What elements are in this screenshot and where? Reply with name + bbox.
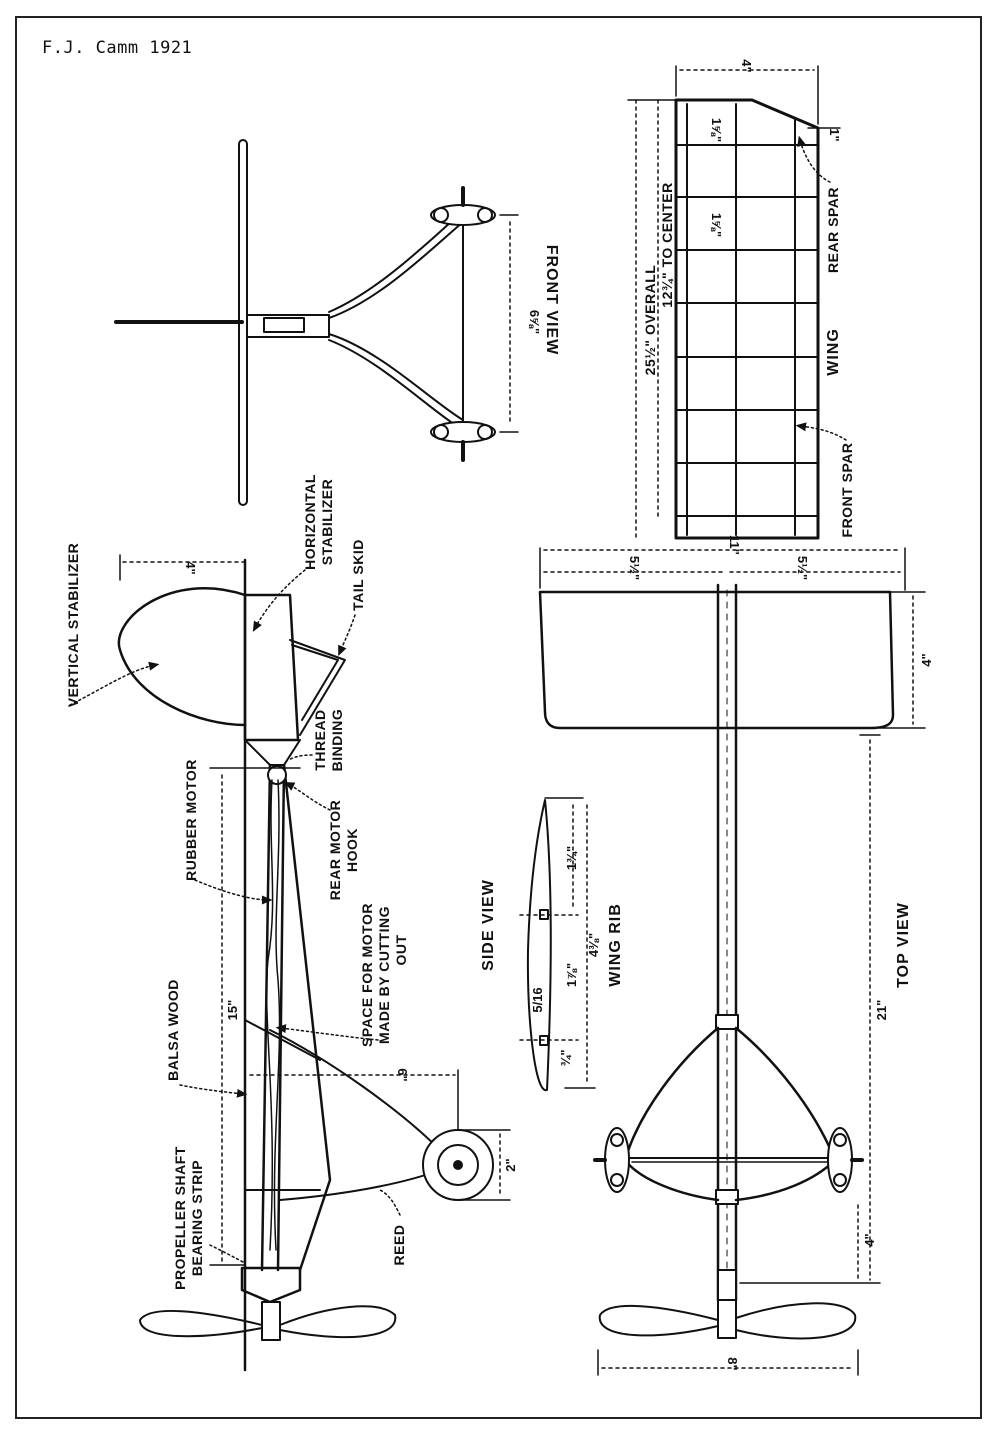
space-motor-label-1: SPACE FOR MOTOR xyxy=(359,903,375,1047)
wing-plan-drawing xyxy=(627,65,847,540)
space-motor-label-2: MADE BY CUTTING xyxy=(376,906,392,1044)
side-length-dim: 15" xyxy=(225,1000,240,1021)
top-wheel-left xyxy=(593,1127,630,1193)
wing-center-dim: 12¾" TO CENTER xyxy=(659,182,675,307)
gear-offset-dim: 6" xyxy=(395,1068,410,1081)
front-spar-label: FRONT SPAR xyxy=(839,443,855,538)
wing-rib-title: WING RIB xyxy=(607,903,624,987)
side-view-title: SIDE VIEW xyxy=(480,879,497,971)
balsa-wood-label: BALSA WOOD xyxy=(165,979,181,1081)
nose-length-dim: 4" xyxy=(862,1233,877,1246)
stab-span-dim: 11" xyxy=(727,535,742,555)
propeller-strip-label-1: PROPELLER SHAFT xyxy=(172,1146,188,1290)
rubber-motor-label: RUBBER MOTOR xyxy=(183,759,199,881)
rear-spar-label: REAR SPAR xyxy=(825,187,841,273)
rib-dim-3: 1⅞" xyxy=(564,963,579,987)
wing-chord-dim: 4" xyxy=(739,59,754,72)
stab-half-a-dim: 5½" xyxy=(627,556,642,580)
thread-binding-label-1: THREAD xyxy=(312,709,328,770)
front-wheel-bottom xyxy=(430,421,496,462)
fin-height-dim: 4" xyxy=(183,561,198,574)
side-view-drawing xyxy=(69,554,511,1372)
tail-skid-label: TAIL SKID xyxy=(350,539,366,611)
front-track-dim: 6⅝" xyxy=(527,310,542,334)
wheel-dia-dim: 2" xyxy=(503,1158,518,1171)
front-view-drawing xyxy=(114,139,519,506)
rib-dim-4: ¾" xyxy=(558,1049,573,1066)
horizontal-stabilizer-label-1: HORIZONTAL xyxy=(302,474,318,570)
wing-tip-dim: 1" xyxy=(827,128,842,141)
space-motor-label-3: OUT xyxy=(393,934,409,965)
horizontal-stabilizer-label-2: STABILIZER xyxy=(319,479,335,565)
top-view-drawing xyxy=(538,547,926,1376)
sheet-border xyxy=(15,16,982,1419)
wing-rib-drawing xyxy=(519,797,596,1092)
top-view-title: TOP VIEW xyxy=(895,902,912,988)
top-wheel-right xyxy=(827,1127,864,1193)
stab-chord-dim: 4" xyxy=(919,653,934,666)
front-view-title: FRONT VIEW xyxy=(543,245,560,355)
vertical-stabilizer-label: VERTICAL STABILIZER xyxy=(65,543,81,708)
front-wheel-top xyxy=(430,186,496,226)
annotation-labels: FRONT VIEW 6⅝" 25½" OVERALL 12¾" TO CENT… xyxy=(65,59,934,1370)
rib-spacing-a: 1⅝" xyxy=(709,118,724,142)
rear-motor-hook-label-2: HOOK xyxy=(344,828,360,872)
prop-dia-dim: 8" xyxy=(725,1357,740,1370)
propeller-strip-label-2: BEARING STRIP xyxy=(189,1160,205,1276)
rib-spacing-b: 1⅝" xyxy=(709,213,724,237)
reed-label: REED xyxy=(391,1225,407,1266)
fuselage-length-dim: 21" xyxy=(874,1000,889,1021)
rear-motor-hook-label-1: REAR MOTOR xyxy=(327,800,343,900)
thread-binding-label-2: BINDING xyxy=(329,709,345,772)
rib-dim-1: 1¾" xyxy=(564,846,579,870)
rib-dim-2: 4⅜" xyxy=(586,933,601,957)
wing-title: WING xyxy=(825,328,842,376)
credit-text: F.J. Camm 1921 xyxy=(42,38,193,58)
rib-dim-5: 5/16 xyxy=(530,987,545,1012)
wing-overall-dim: 25½" OVERALL xyxy=(642,265,658,376)
stab-half-b-dim: 5½" xyxy=(795,556,810,580)
